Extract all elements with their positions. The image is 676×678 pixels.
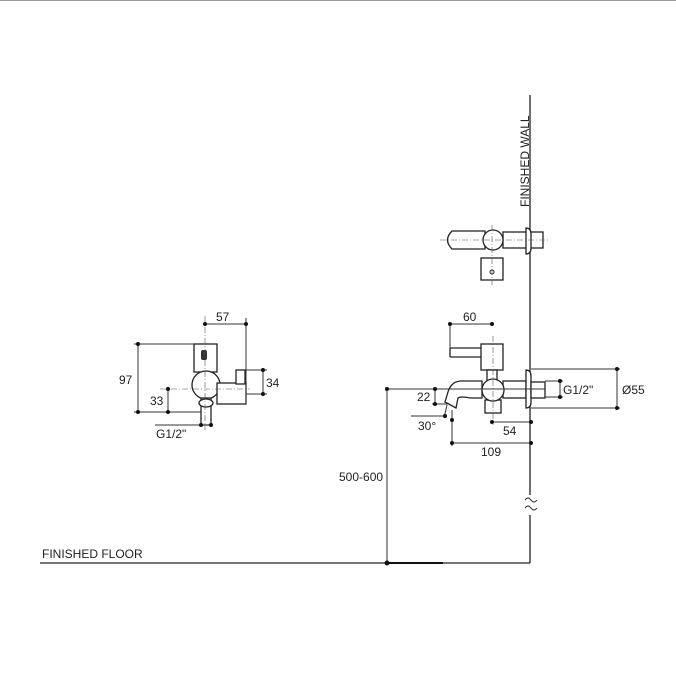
dim-mount-height: 500-600: [339, 470, 383, 484]
dim-outlet-height: 33: [150, 394, 164, 408]
dim-height: 97: [119, 373, 133, 387]
dim-lever: 60: [463, 310, 477, 324]
front-view: [384, 322, 620, 566]
side-view: [134, 316, 267, 430]
front-thread: G1/2": [563, 383, 593, 397]
finished-wall-label: FINISHED WALL: [518, 115, 532, 207]
break-symbol-icon: [524, 497, 538, 511]
side-thread: G1/2": [156, 427, 186, 441]
dim-spout-drop: 22: [417, 390, 431, 404]
dim-plate-diameter: Ø55: [622, 383, 645, 397]
dim-depth: 34: [266, 376, 280, 390]
dim-total-projection: 109: [481, 445, 501, 459]
finished-floor-label: FINISHED FLOOR: [42, 547, 143, 561]
dim-width: 57: [216, 310, 230, 324]
dim-body-projection: 54: [503, 424, 517, 438]
dim-spout-angle: 30°: [418, 419, 436, 433]
break-gap: [522, 495, 538, 515]
top-view: [440, 225, 550, 285]
